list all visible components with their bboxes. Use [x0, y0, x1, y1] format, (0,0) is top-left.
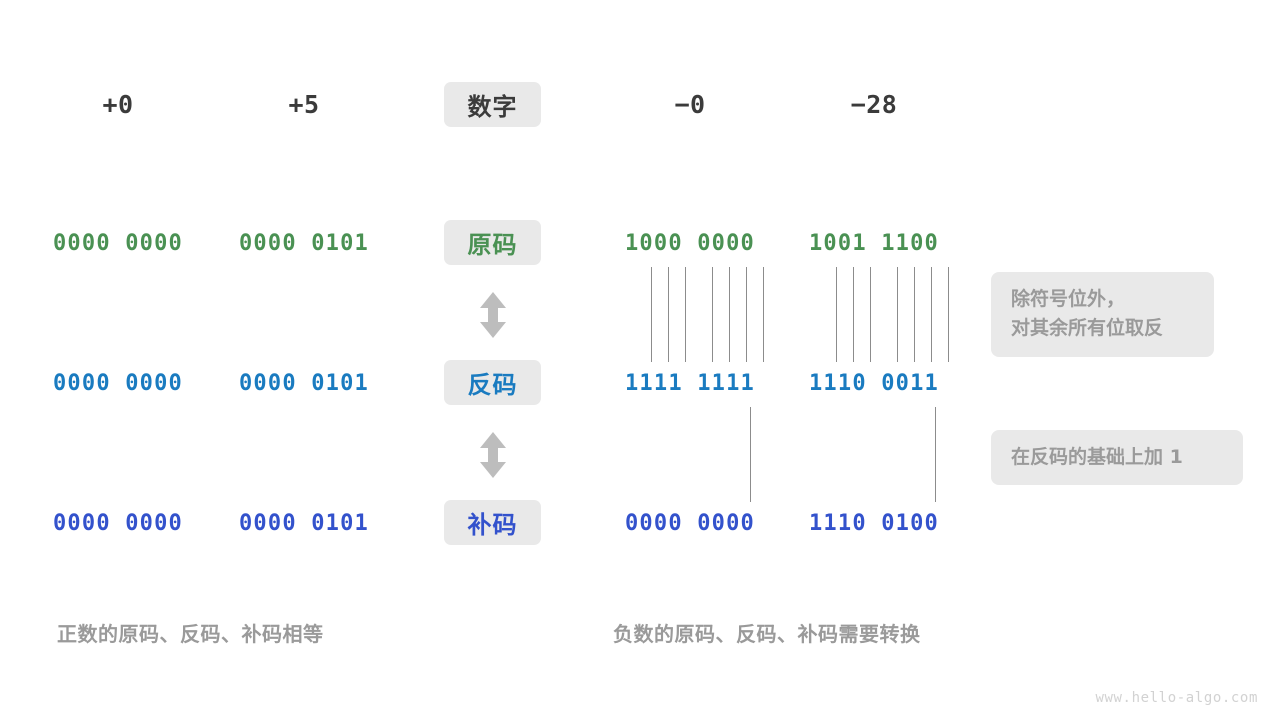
- connector-tick-invert: [853, 267, 854, 362]
- row-2-badge: 补码: [444, 500, 541, 545]
- row-2-minus-zero-bits: 0000 0000: [624, 510, 755, 536]
- header-label-minus-twentyeight: −28: [850, 89, 898, 119]
- arrow-updown-icon-ones-to-twos: [477, 430, 509, 480]
- connector-tick-invert: [914, 267, 915, 362]
- connector-tick-addone: [935, 407, 936, 502]
- row-0-plus-zero-bits: 0000 0000: [52, 230, 183, 256]
- row-0-badge: 原码: [444, 220, 541, 265]
- footer-note-positive: 正数的原码、反码、补码相等: [57, 622, 324, 646]
- header-label-minus-zero: −0: [674, 89, 706, 119]
- row-2-minus-twentyeight-bits: 1110 0100: [808, 510, 939, 536]
- row-1-badge: 反码: [444, 360, 541, 405]
- connector-tick-invert: [948, 267, 949, 362]
- row-1-plus-zero-bits: 0000 0000: [52, 370, 183, 396]
- row-0-badge-label: 原码: [467, 231, 518, 259]
- header-label-plus-zero: +0: [102, 89, 134, 119]
- arrow-updown-icon-original-to-ones: [477, 290, 509, 340]
- row-0-plus-five-bits: 0000 0101: [238, 230, 369, 256]
- watermark: www.hello-algo.com: [1095, 690, 1258, 706]
- connector-tick-invert: [746, 267, 747, 362]
- connector-tick-invert: [931, 267, 932, 362]
- row-0-minus-twentyeight-bits: 1001 1100: [808, 230, 939, 256]
- note-invert-rule: 除符号位外， 对其余所有位取反: [991, 272, 1214, 357]
- header-badge-number-label: 数字: [467, 93, 518, 121]
- row-0-minus-zero-bits: 1000 0000: [624, 230, 755, 256]
- row-2-plus-zero-bits: 0000 0000: [52, 510, 183, 536]
- connector-tick-addone: [750, 407, 751, 502]
- row-2-badge-label: 补码: [467, 511, 518, 539]
- connector-tick-invert: [685, 267, 686, 362]
- connector-tick-invert: [836, 267, 837, 362]
- footer-note-negative: 负数的原码、反码、补码需要转换: [613, 622, 921, 646]
- header-badge-number: 数字: [444, 82, 541, 127]
- note-add-one-rule: 在反码的基础上加 1: [991, 430, 1243, 486]
- connector-tick-invert: [897, 267, 898, 362]
- connector-tick-invert: [729, 267, 730, 362]
- connector-tick-invert: [651, 267, 652, 362]
- connector-tick-invert: [712, 267, 713, 362]
- connector-tick-invert: [870, 267, 871, 362]
- connector-tick-invert: [668, 267, 669, 362]
- row-1-badge-label: 反码: [467, 371, 518, 399]
- header-label-plus-five: +5: [288, 89, 320, 119]
- row-1-minus-twentyeight-bits: 1110 0011: [808, 370, 939, 396]
- connector-tick-invert: [763, 267, 764, 362]
- row-2-plus-five-bits: 0000 0101: [238, 510, 369, 536]
- row-1-minus-zero-bits: 1111 1111: [624, 370, 755, 396]
- row-1-plus-five-bits: 0000 0101: [238, 370, 369, 396]
